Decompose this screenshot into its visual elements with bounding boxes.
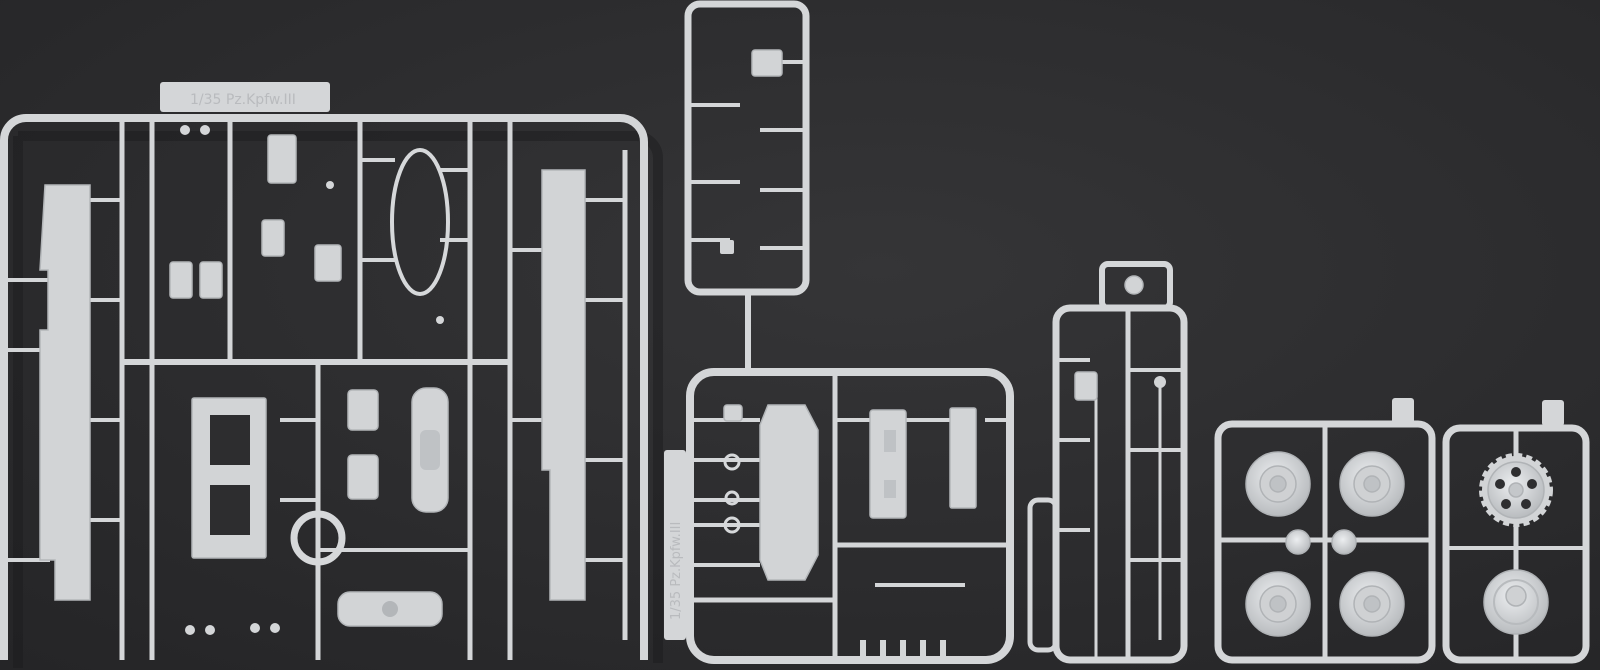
bottom-center-parts [723, 404, 977, 658]
sprue-name-tab: 1/35 Pz.Kpfw.III [190, 92, 296, 108]
large-sprue-parts [39, 125, 586, 635]
large-sprue: 1/35 Pz.Kpfw.III [0, 82, 663, 668]
glacis-plate-part [759, 404, 819, 581]
road-wheel-2 [1339, 451, 1405, 517]
sprocket-parts [1479, 453, 1553, 635]
hatch-part [869, 409, 907, 519]
road-wheel-sprue [1214, 398, 1436, 664]
hull-side-part-left [39, 184, 91, 601]
small-tall-sprue [1027, 261, 1188, 664]
drive-sprocket-part [1479, 453, 1553, 527]
road-wheel-parts [1245, 451, 1405, 637]
ring-part [290, 510, 346, 566]
idler-wheel-part [1483, 569, 1549, 635]
hub-cap-part [1285, 529, 1311, 555]
road-wheel-1 [1245, 451, 1311, 517]
top-narrow-sprue [684, 0, 810, 370]
frame-bracket-part [949, 407, 977, 509]
road-wheel-4 [1339, 571, 1405, 637]
hull-side-part-right [541, 169, 586, 601]
sprue-side-label: 1/35 Pz.Kpfw.III [669, 522, 684, 620]
hub-cap-part [1331, 529, 1357, 555]
road-wheel-3 [1245, 571, 1311, 637]
wire-loop-part [390, 148, 450, 296]
